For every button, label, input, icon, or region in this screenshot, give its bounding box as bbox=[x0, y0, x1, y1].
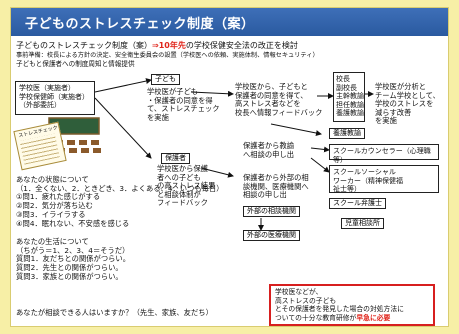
intro-line-1: 子どものストレスチェック制度（案）⇒10年先の学校保健安全法の改正を検討 bbox=[16, 41, 298, 50]
callout-line: 学校医などが、 bbox=[275, 288, 323, 296]
vice-principal-label: 副校長 bbox=[336, 83, 357, 92]
arrow-to-sc bbox=[310, 146, 330, 153]
question-item: 質問2．先生との関係がつらい。 bbox=[16, 263, 123, 273]
question-item: 質問1．友だちとの関係がつらい。 bbox=[16, 254, 131, 264]
external-medical-label: 外部の医療機関 bbox=[243, 230, 300, 241]
note-line: を実施 bbox=[375, 116, 397, 125]
bottom-question: あなたが相談できる人はいますか？（先生、家族、友だち） bbox=[16, 308, 213, 317]
note-line: 学校のストレスを bbox=[375, 99, 434, 108]
title-bar: 子どものストレスチェック制度（案） bbox=[11, 8, 448, 36]
note-line: と相談体制が bbox=[157, 189, 201, 199]
question-item: ③問3．イライラする bbox=[16, 209, 86, 219]
school-doctor-note: 学校医が子ども ・保護者の同意を得 て、ストレスチェック を実施 bbox=[147, 87, 220, 122]
homeroom-teacher-label: 担任教諭 bbox=[336, 100, 364, 109]
yogo-label: 養護教諭 bbox=[329, 128, 365, 139]
note-line: フィードバック bbox=[157, 198, 208, 207]
guardian-label: 保護者 bbox=[161, 153, 190, 164]
note-line: を実施 bbox=[147, 112, 169, 122]
child-label: 子ども bbox=[151, 74, 180, 85]
intro-law-text: の学校保健安全法の改正を検討 bbox=[185, 41, 298, 50]
nurse-teacher-label: 養護教諭 bbox=[336, 109, 364, 117]
question-header: あなたの状態について bbox=[16, 175, 89, 184]
callout-line: ついての十分な教育研修が bbox=[275, 313, 357, 322]
school-counselor-box: スクールカウンセラー（心理職等） bbox=[329, 144, 439, 164]
note-line: 保護者から教諭 bbox=[243, 141, 295, 150]
ssw-line: 祉士等） bbox=[333, 185, 361, 193]
callout-line: とその保護者を発見した場合の対処方法に bbox=[275, 305, 404, 313]
intro-plan-text: 子どものストレスチェック制度（案） bbox=[16, 41, 152, 50]
life-questions: あなたの生活について （ちがう＝1、2、3、4＝そうだ） 質問1．友だちとの関係… bbox=[16, 237, 131, 282]
principal-box: 校長 副校長 主幹教諭 担任教諭 養護教諭 bbox=[333, 72, 365, 122]
question-scale: （1．全くない、2．ときどき、3．よくある、4．いつも毎日） bbox=[16, 183, 224, 193]
school-counselor-label: スクールカウンセラー（心理職等） bbox=[333, 147, 431, 164]
school-doctor-label: 学校医（実施者） bbox=[19, 84, 75, 92]
external-consult-label: 外部の相談機関 bbox=[243, 206, 300, 217]
note-line: 保護者の同意を得て、 bbox=[235, 90, 308, 100]
question-item: 質問3．家族との関係がつらい。 bbox=[16, 271, 123, 281]
arrow-guardian-feedback bbox=[200, 167, 234, 178]
note-line: 学校医が分析と bbox=[375, 82, 427, 91]
intro-line-2: 事前準備：校長による方針の決定、安全衛生委員会の設置（学校医への依頼、実施体制、… bbox=[16, 52, 319, 59]
callout-emphasis: 早急に必要 bbox=[356, 313, 391, 322]
slide-title: 子どものストレスチェック制度（案） bbox=[25, 17, 255, 32]
chief-teacher-label: 主幹教諭 bbox=[336, 92, 364, 100]
intro-line-3: 子どもと保護者への制度周知と情報提供 bbox=[16, 60, 135, 68]
arrow-school-to-child bbox=[94, 78, 152, 93]
intro-years-text: ⇒10年先 bbox=[152, 41, 186, 50]
school-doctor-box: 学校医（実施者） 学校保健師（実施者） （外部委託） bbox=[15, 81, 95, 115]
note-line: へ相談の申し出 bbox=[243, 149, 295, 159]
note-line: 校長へ情報フィードバック bbox=[235, 107, 323, 117]
note-line: 学校医が子ども bbox=[147, 87, 199, 96]
callout-box: 学校医などが、 高ストレスの子ども とその保護者を発見した場合の対処方法に つい… bbox=[269, 284, 435, 326]
question-scale: （ちがう＝1、2、3、4＝そうだ） bbox=[16, 245, 130, 255]
ssw-line: ワーカー（精神保健福 bbox=[333, 176, 403, 185]
note-line: チーム学校として、 bbox=[375, 90, 440, 100]
analysis-note: 学校医が分析と チーム学校として、 学校のストレスを 減らす改善 を実施 bbox=[375, 82, 440, 126]
note-line: 相談の申し出 bbox=[243, 190, 287, 199]
principal-label: 校長 bbox=[336, 75, 350, 83]
school-nurse-label: 学校保健師（実施者） bbox=[19, 92, 89, 101]
arrow-to-yogo bbox=[270, 123, 322, 136]
arrow-to-ssw bbox=[310, 157, 330, 173]
ssw-line: スクールソーシャル bbox=[333, 168, 396, 176]
note-line: 保護者から外部の相 bbox=[243, 173, 309, 182]
note-line: の高ストレス結果 bbox=[157, 181, 216, 190]
note-line: 談機関、医療機関へ bbox=[243, 181, 309, 191]
child-guidance-label: 児童相談所 bbox=[341, 218, 384, 229]
callout-line: 高ストレスの子ども bbox=[275, 296, 337, 305]
external-consult-note: 保護者から外部の相 談機関、医療機関へ 相談の申し出 bbox=[243, 173, 309, 200]
arrow-to-principal-flow bbox=[190, 90, 234, 97]
note-line: 学校医から保護 bbox=[157, 164, 209, 173]
question-header: あなたの生活について bbox=[16, 237, 89, 246]
consult-note: 保護者から教諭 へ相談の申し出 bbox=[243, 141, 295, 159]
question-item: ④問4．眠れない、不安感を感じる bbox=[16, 218, 130, 228]
question-item: ②問2．気分が落ち込む bbox=[16, 201, 93, 211]
note-line: て、ストレスチェック bbox=[147, 104, 220, 113]
state-questions: あなたの状態について （1．全くない、2．ときどき、3．よくある、4．いつも毎日… bbox=[16, 175, 224, 228]
note-line: 者への子ども bbox=[157, 172, 201, 182]
note-line: ・保護者の同意を得 bbox=[147, 95, 213, 105]
slide: 子どものストレスチェック制度（案） 子どものストレスチェック制度（案）⇒10年先… bbox=[10, 7, 449, 327]
note-line: 高ストレス者などを bbox=[235, 99, 301, 108]
callout-text: 学校医などが、 高ストレスの子ども とその保護者を発見した場合の対処方法に つい… bbox=[275, 288, 404, 322]
note-line: 学校医から、子どもと bbox=[235, 82, 308, 91]
outsourcing-label: （外部委託） bbox=[19, 101, 61, 109]
arrow-school-to-guardian bbox=[94, 97, 152, 159]
question-item: ①問1．疲れた感じがする bbox=[16, 192, 101, 202]
social-worker-box: スクールソーシャル ワーカー（精神保健福 祉士等） bbox=[329, 165, 439, 193]
guardian-feedback-note: 学校医から保護 者への子ども の高ストレス結果 と相談体制が フィードバック bbox=[157, 164, 216, 208]
flow-arrows bbox=[94, 78, 374, 231]
school-lawyer-label: スクール弁護士 bbox=[329, 198, 386, 209]
principal-flow-note: 学校医から、子どもと 保護者の同意を得て、 高ストレス者などを 校長へ情報フィー… bbox=[235, 82, 323, 117]
note-line: 減らす改善 bbox=[375, 107, 412, 117]
